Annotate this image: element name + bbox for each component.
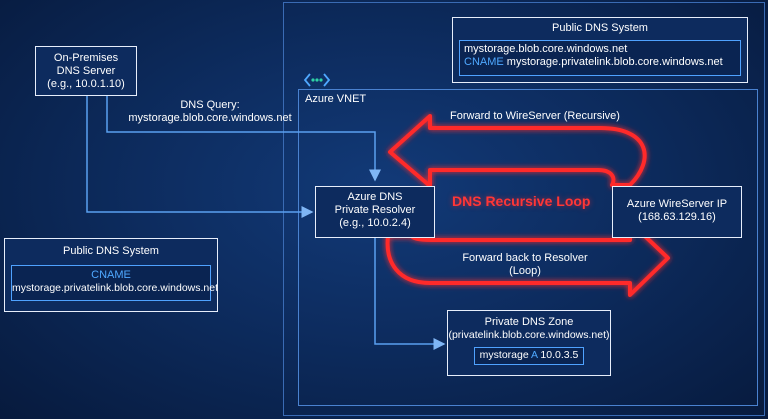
dns-query-line1: DNS Query: xyxy=(180,99,240,111)
resolver-line3: (e.g., 10.0.2.4) xyxy=(339,217,411,229)
cname-tag-left: CNAME xyxy=(91,269,131,281)
forward-back-label: Forward back to Resolver (Loop) xyxy=(440,252,610,278)
record-type: A xyxy=(531,349,538,361)
public-dns-top-title: Public DNS System xyxy=(552,22,648,34)
resolver-line2: Private Resolver xyxy=(334,204,416,216)
azure-dns-private-resolver: Azure DNS Private Resolver (e.g., 10.0.2… xyxy=(315,186,435,238)
azure-vnet-frame xyxy=(298,89,758,406)
onprem-line3: (e.g., 10.0.1.10) xyxy=(47,78,125,90)
record-ip: 10.0.3.5 xyxy=(540,349,579,361)
cname-tag: CNAME xyxy=(464,56,504,68)
public-dns-system-left: Public DNS System CNAME mystorage.privat… xyxy=(4,238,218,312)
loop-forward-arc xyxy=(388,114,647,188)
public-dns-left-record: mystorage.privatelink.blob.core.windows.… xyxy=(12,282,219,294)
public-dns-left-records: CNAME mystorage.privatelink.blob.core.wi… xyxy=(11,265,219,301)
vnet-label: Azure VNET xyxy=(305,93,367,105)
private-zone-line1: Private DNS Zone xyxy=(484,316,574,328)
public-dns-left-title: Public DNS System xyxy=(63,245,159,257)
forward-back-line2: (Loop) xyxy=(509,265,541,277)
vnet-icon xyxy=(303,72,331,93)
dns-query-line2: mystorage.blob.core.windows.net xyxy=(128,112,292,124)
public-dns-system-top: Public DNS System mystorage.blob.core.wi… xyxy=(452,17,748,83)
private-zone-record: mystorage A 10.0.3.5 xyxy=(474,347,584,365)
azure-wireserver: Azure WireServer IP (168.63.129.16) xyxy=(612,186,742,238)
query-connector xyxy=(106,95,381,182)
private-zone-line2: (privatelink.blob.core.windows.net) xyxy=(448,329,610,341)
dns-recursive-loop-title: DNS Recursive Loop xyxy=(452,193,591,209)
wireserver-line2: (168.63.129.16) xyxy=(638,211,716,223)
zone-connector xyxy=(374,237,446,350)
forward-to-wireserver-label: Forward to WireServer (Recursive) xyxy=(450,110,620,122)
onprem-line2: DNS Server xyxy=(56,65,116,77)
dns-query-label: DNS Query: mystorage.blob.core.windows.n… xyxy=(110,99,310,125)
resolver-line1: Azure DNS xyxy=(347,191,403,203)
public-dns-top-records: mystorage.blob.core.windows.net CNAME my… xyxy=(459,40,741,76)
private-dns-zone: Private DNS Zone (privatelink.blob.core.… xyxy=(447,310,611,376)
onprem-resolver-connector xyxy=(86,95,314,218)
onprem-line1: On-Premises xyxy=(53,52,119,64)
record-name: mystorage xyxy=(479,349,529,361)
loop-back-arc xyxy=(385,220,670,297)
onprem-dns-server: On-Premises DNS Server (e.g., 10.0.1.10) xyxy=(35,46,137,96)
wireserver-line1: Azure WireServer IP xyxy=(626,198,728,210)
outer-region-frame xyxy=(283,2,765,416)
public-dns-top-record1: mystorage.blob.core.windows.net xyxy=(464,43,628,55)
public-dns-top-record2: mystorage.privatelink.blob.core.windows.… xyxy=(506,56,723,68)
forward-back-line1: Forward back to Resolver xyxy=(462,252,588,264)
